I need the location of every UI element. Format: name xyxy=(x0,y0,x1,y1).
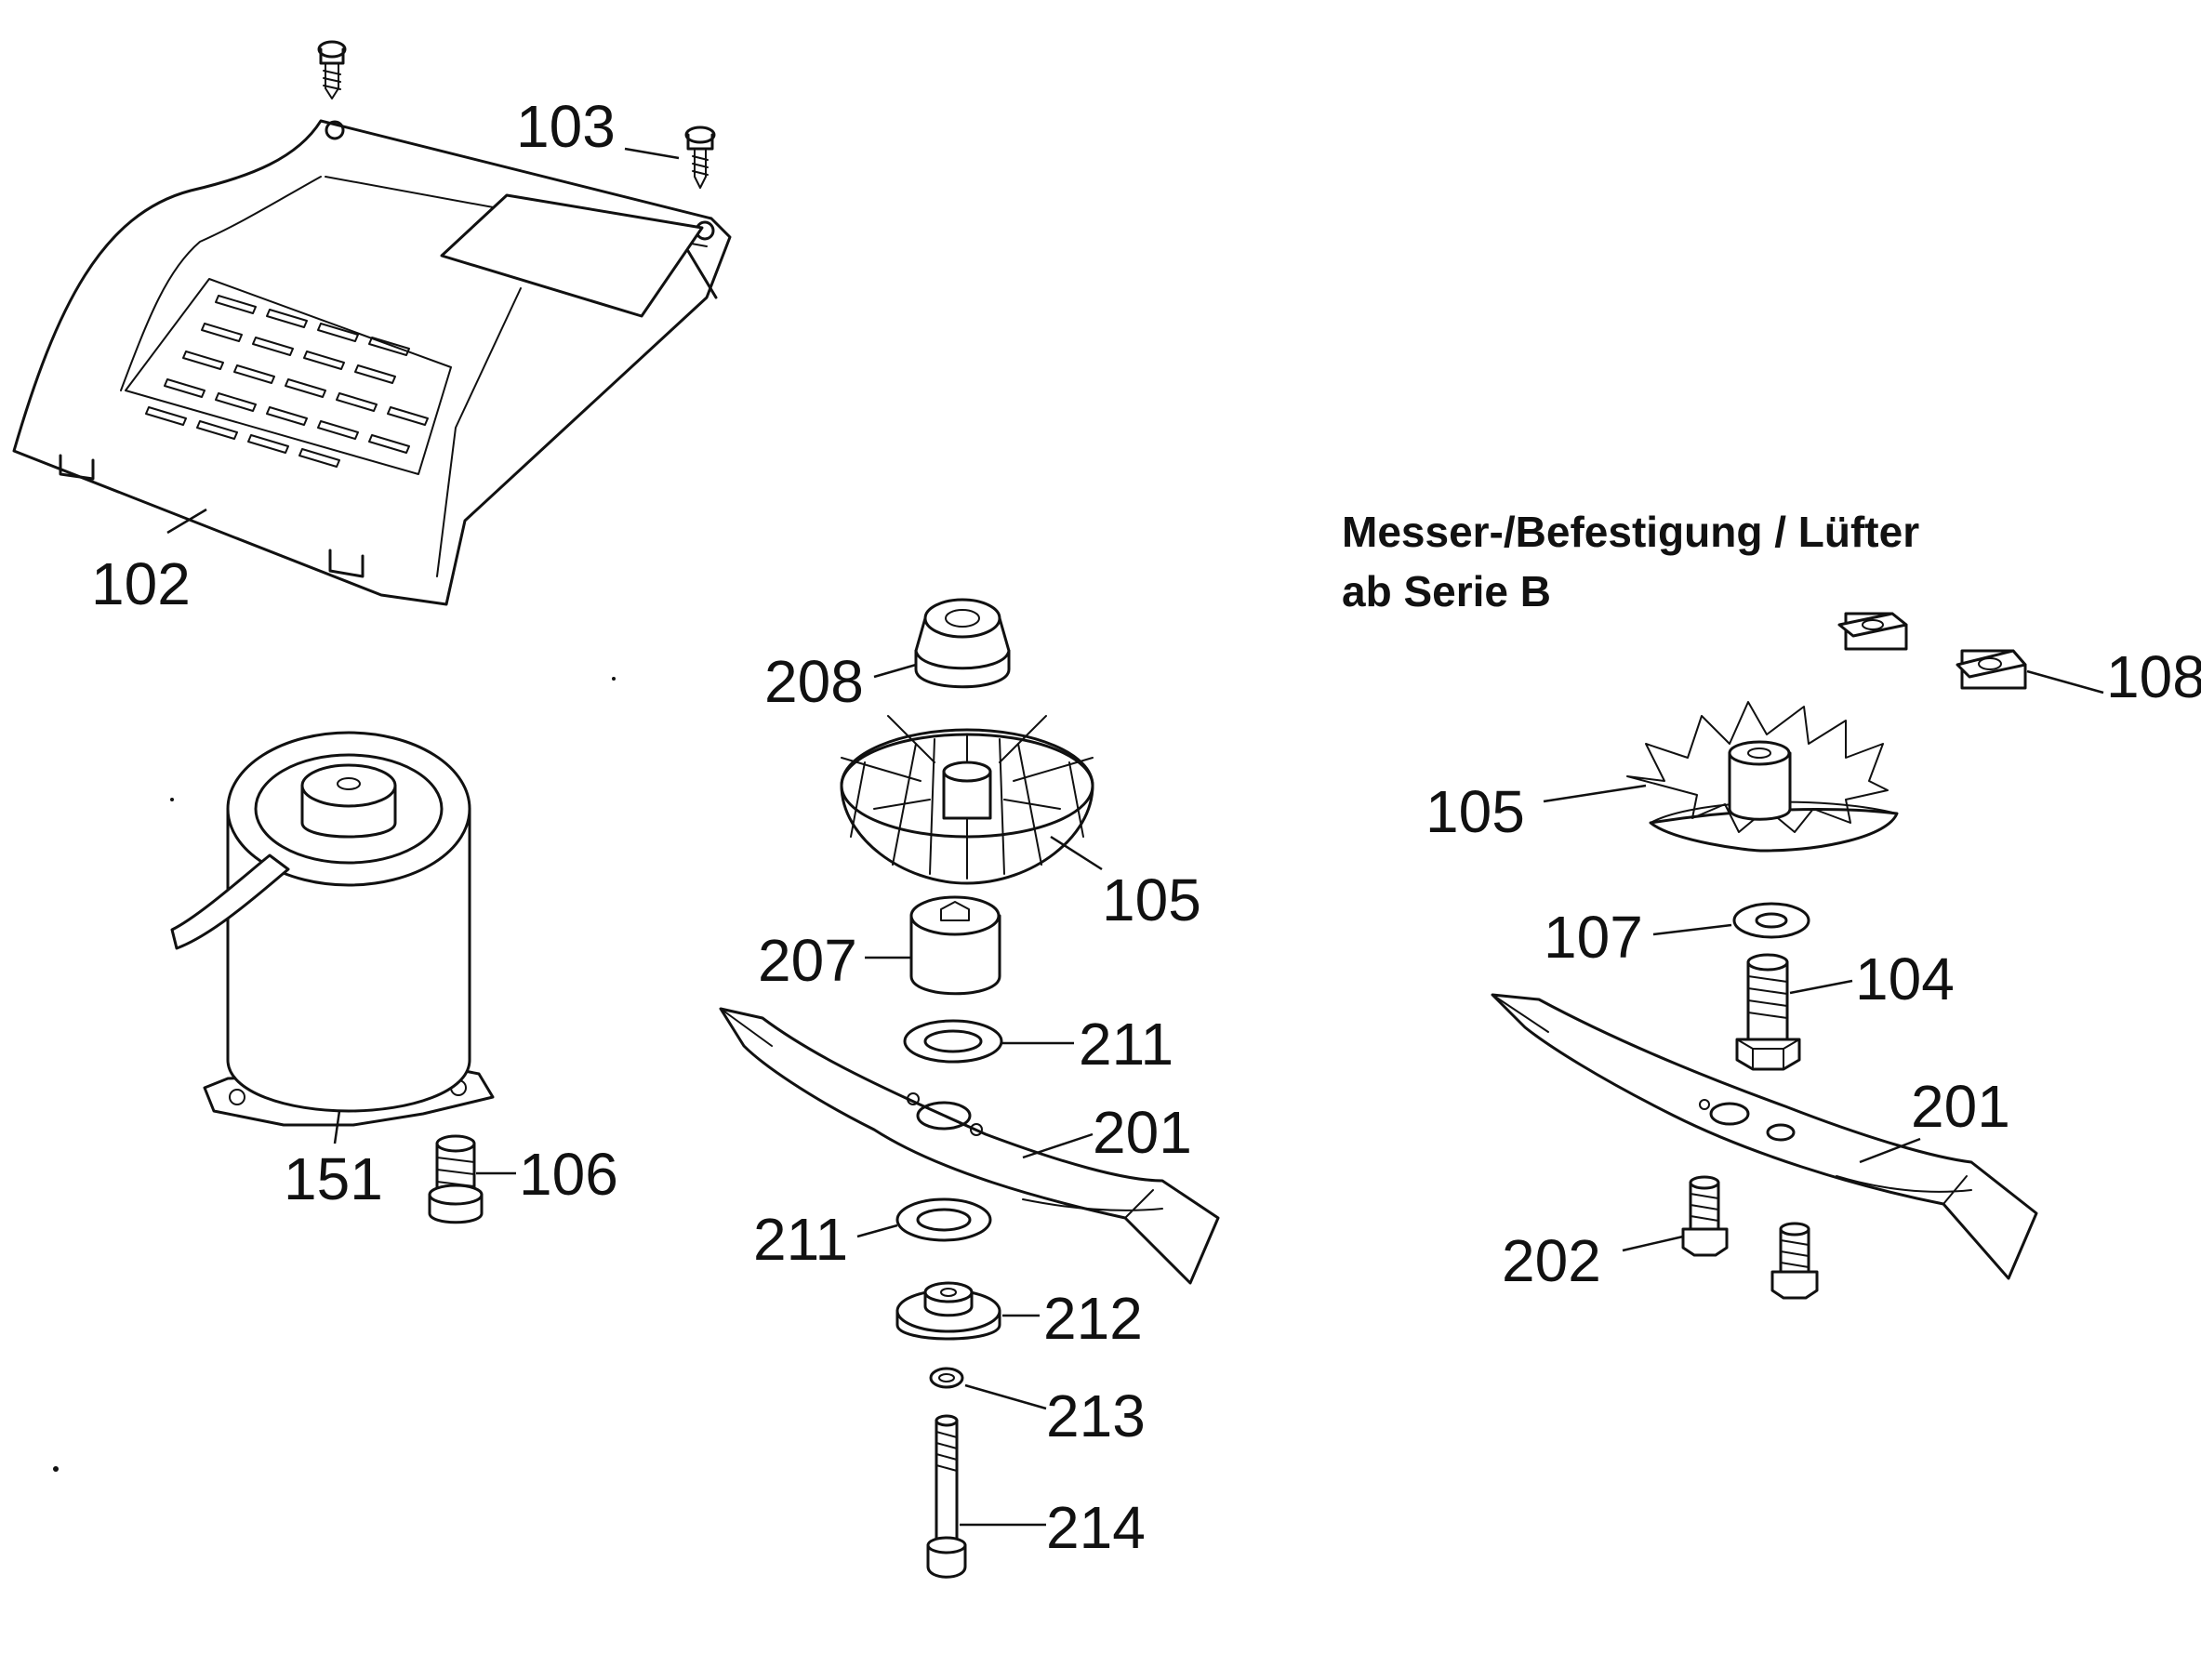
flange-212-drawing xyxy=(895,1281,1001,1341)
bolt-icon xyxy=(1681,1175,1729,1257)
part-label-212: 212 xyxy=(1043,1285,1143,1352)
bolt-icon xyxy=(1770,1222,1819,1300)
part-label-105-right: 105 xyxy=(1425,778,1525,845)
washer-107-drawing xyxy=(1732,902,1810,939)
part-label-103: 103 xyxy=(516,93,616,160)
square-nut-icon xyxy=(1956,649,2027,690)
cap-208-drawing xyxy=(914,598,1011,689)
fan-105-right-drawing xyxy=(1626,701,1899,853)
part-label-208: 208 xyxy=(764,648,864,715)
part-label-201-middle: 201 xyxy=(1093,1099,1192,1166)
part-label-211-upper: 211 xyxy=(1079,1011,1173,1078)
blade-201-middle-drawing xyxy=(719,1007,1220,1285)
part-label-202: 202 xyxy=(1502,1227,1601,1294)
part-label-207: 207 xyxy=(758,927,857,994)
blade-201-right-drawing xyxy=(1491,993,2038,1280)
part-label-104: 104 xyxy=(1855,946,1955,1012)
part-label-214: 214 xyxy=(1046,1494,1146,1561)
screw-icon xyxy=(684,126,716,189)
hood-cover-drawing xyxy=(12,119,732,606)
lock-washer-213-drawing xyxy=(929,1367,964,1389)
hex-bolt-104-drawing xyxy=(1735,953,1801,1071)
section-title-line1: Messer-/Befestigung / Lüfter xyxy=(1342,508,1919,556)
part-label-151: 151 xyxy=(284,1145,383,1212)
part-label-211-lower: 211 xyxy=(753,1206,848,1273)
bolt-icon xyxy=(428,1134,484,1224)
washer-211-lower-drawing xyxy=(895,1197,992,1242)
vent-slots xyxy=(145,295,429,468)
part-label-108: 108 xyxy=(2106,643,2201,710)
washer-211-upper-drawing xyxy=(903,1019,1003,1064)
screw-icon xyxy=(317,40,347,99)
motor-drawing xyxy=(170,731,495,1127)
part-label-106: 106 xyxy=(519,1141,618,1208)
fan-105-drawing xyxy=(840,715,1094,885)
section-title-line2: ab Serie B xyxy=(1342,567,1551,615)
sleeve-207-drawing xyxy=(909,895,1001,996)
part-label-201-right: 201 xyxy=(1911,1073,2010,1140)
square-nut-icon xyxy=(1837,612,1908,651)
part-label-105-middle: 105 xyxy=(1102,866,1201,933)
part-label-107: 107 xyxy=(1544,904,1643,971)
part-label-102: 102 xyxy=(91,550,191,617)
part-label-213: 213 xyxy=(1046,1382,1146,1449)
long-bolt-214-drawing xyxy=(926,1414,967,1579)
